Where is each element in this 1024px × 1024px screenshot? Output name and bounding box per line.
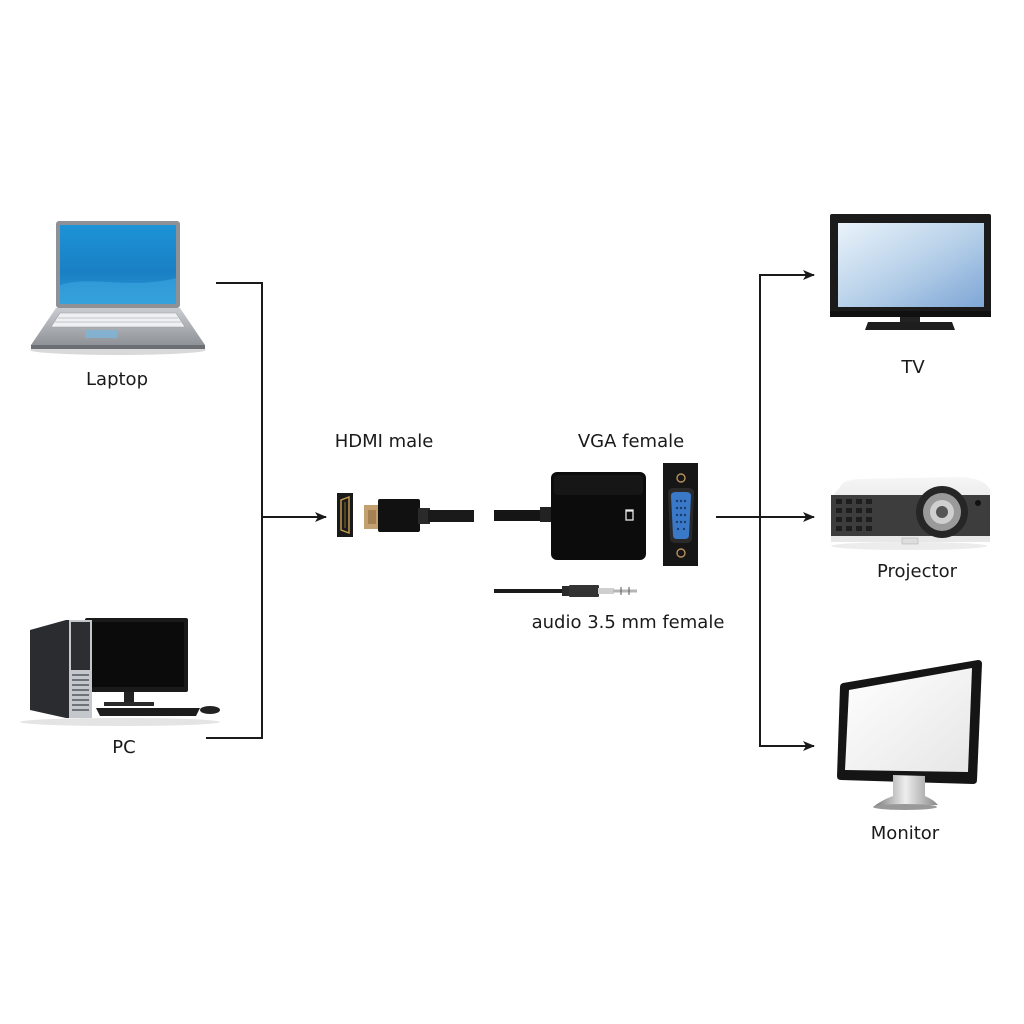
audio-label: audio 3.5 mm female xyxy=(531,612,725,633)
projector-label: Projector xyxy=(877,561,957,582)
edge-laptop-to-hdmi xyxy=(206,282,263,739)
hdmi-male-label: HDMI male xyxy=(334,431,434,452)
vga-port-icon xyxy=(663,463,698,566)
vga-female-label: VGA female xyxy=(577,431,685,452)
tv-label: TV xyxy=(901,357,925,378)
monitor-icon xyxy=(837,660,982,810)
connector-lines xyxy=(206,270,815,751)
hdmi-port-icon xyxy=(337,493,353,537)
tv-icon xyxy=(830,214,991,330)
laptop-icon xyxy=(30,221,206,355)
hdmi-plug-icon xyxy=(364,499,474,532)
monitor-label: Monitor xyxy=(870,823,940,844)
pc-label: PC xyxy=(112,737,136,758)
audio-jack-icon xyxy=(494,585,637,597)
desktop-pc-icon xyxy=(20,618,220,726)
adapter-box-icon xyxy=(494,472,646,560)
projector-icon xyxy=(831,477,990,550)
laptop-label: Laptop xyxy=(86,369,148,390)
